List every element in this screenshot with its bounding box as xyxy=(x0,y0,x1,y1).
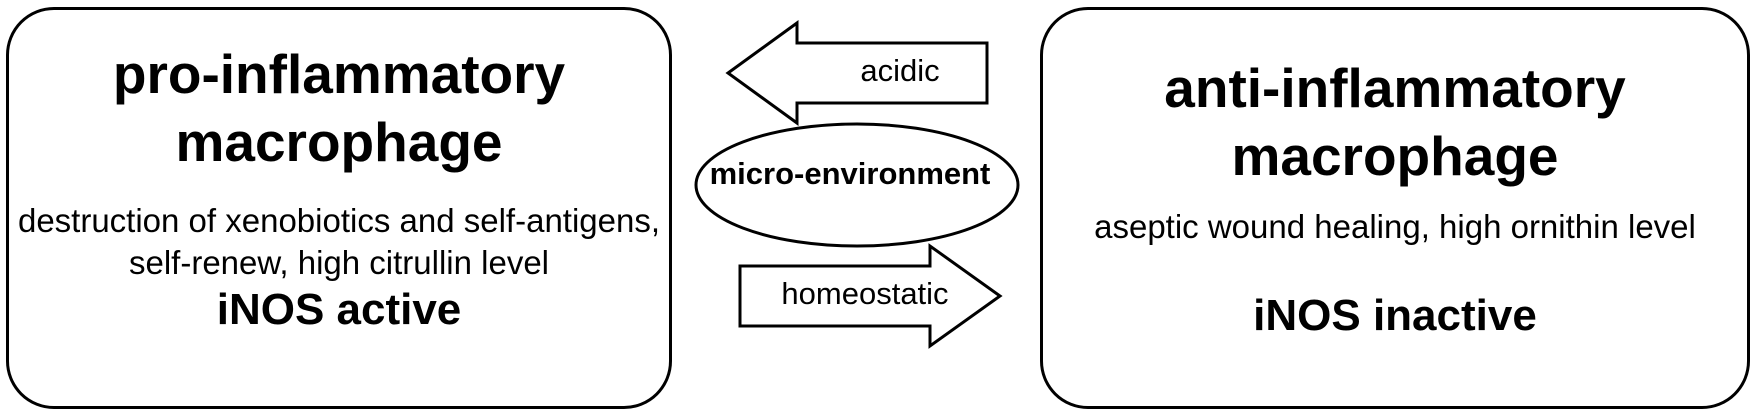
acidic-arrow xyxy=(725,20,989,126)
anti-inflammatory-title: anti-inflammatory macrophage xyxy=(1164,57,1626,187)
pro-inflammatory-status: iNOS active xyxy=(216,285,462,334)
anti-inflammatory-status: iNOS inactive xyxy=(1253,291,1537,340)
acidic-label: acidic xyxy=(860,53,940,88)
pro-inflammatory-title: pro-inflammatory macrophage xyxy=(112,43,566,173)
anti-inflammatory-box: anti-inflammatory macrophage aseptic wou… xyxy=(1040,7,1750,409)
pro-inflammatory-description: destruction of xenobiotics and self-anti… xyxy=(17,202,661,281)
microenvironment-label: micro-environment xyxy=(709,156,991,191)
homeostatic-arrow xyxy=(738,243,1003,349)
pro-inflammatory-box: pro-inflammatory macrophage destruction … xyxy=(6,7,672,409)
microenvironment-ellipse xyxy=(694,122,1020,248)
homeostatic-label: homeostatic xyxy=(781,276,949,311)
anti-inflammatory-description: aseptic wound healing, high ornithin lev… xyxy=(1094,208,1696,245)
